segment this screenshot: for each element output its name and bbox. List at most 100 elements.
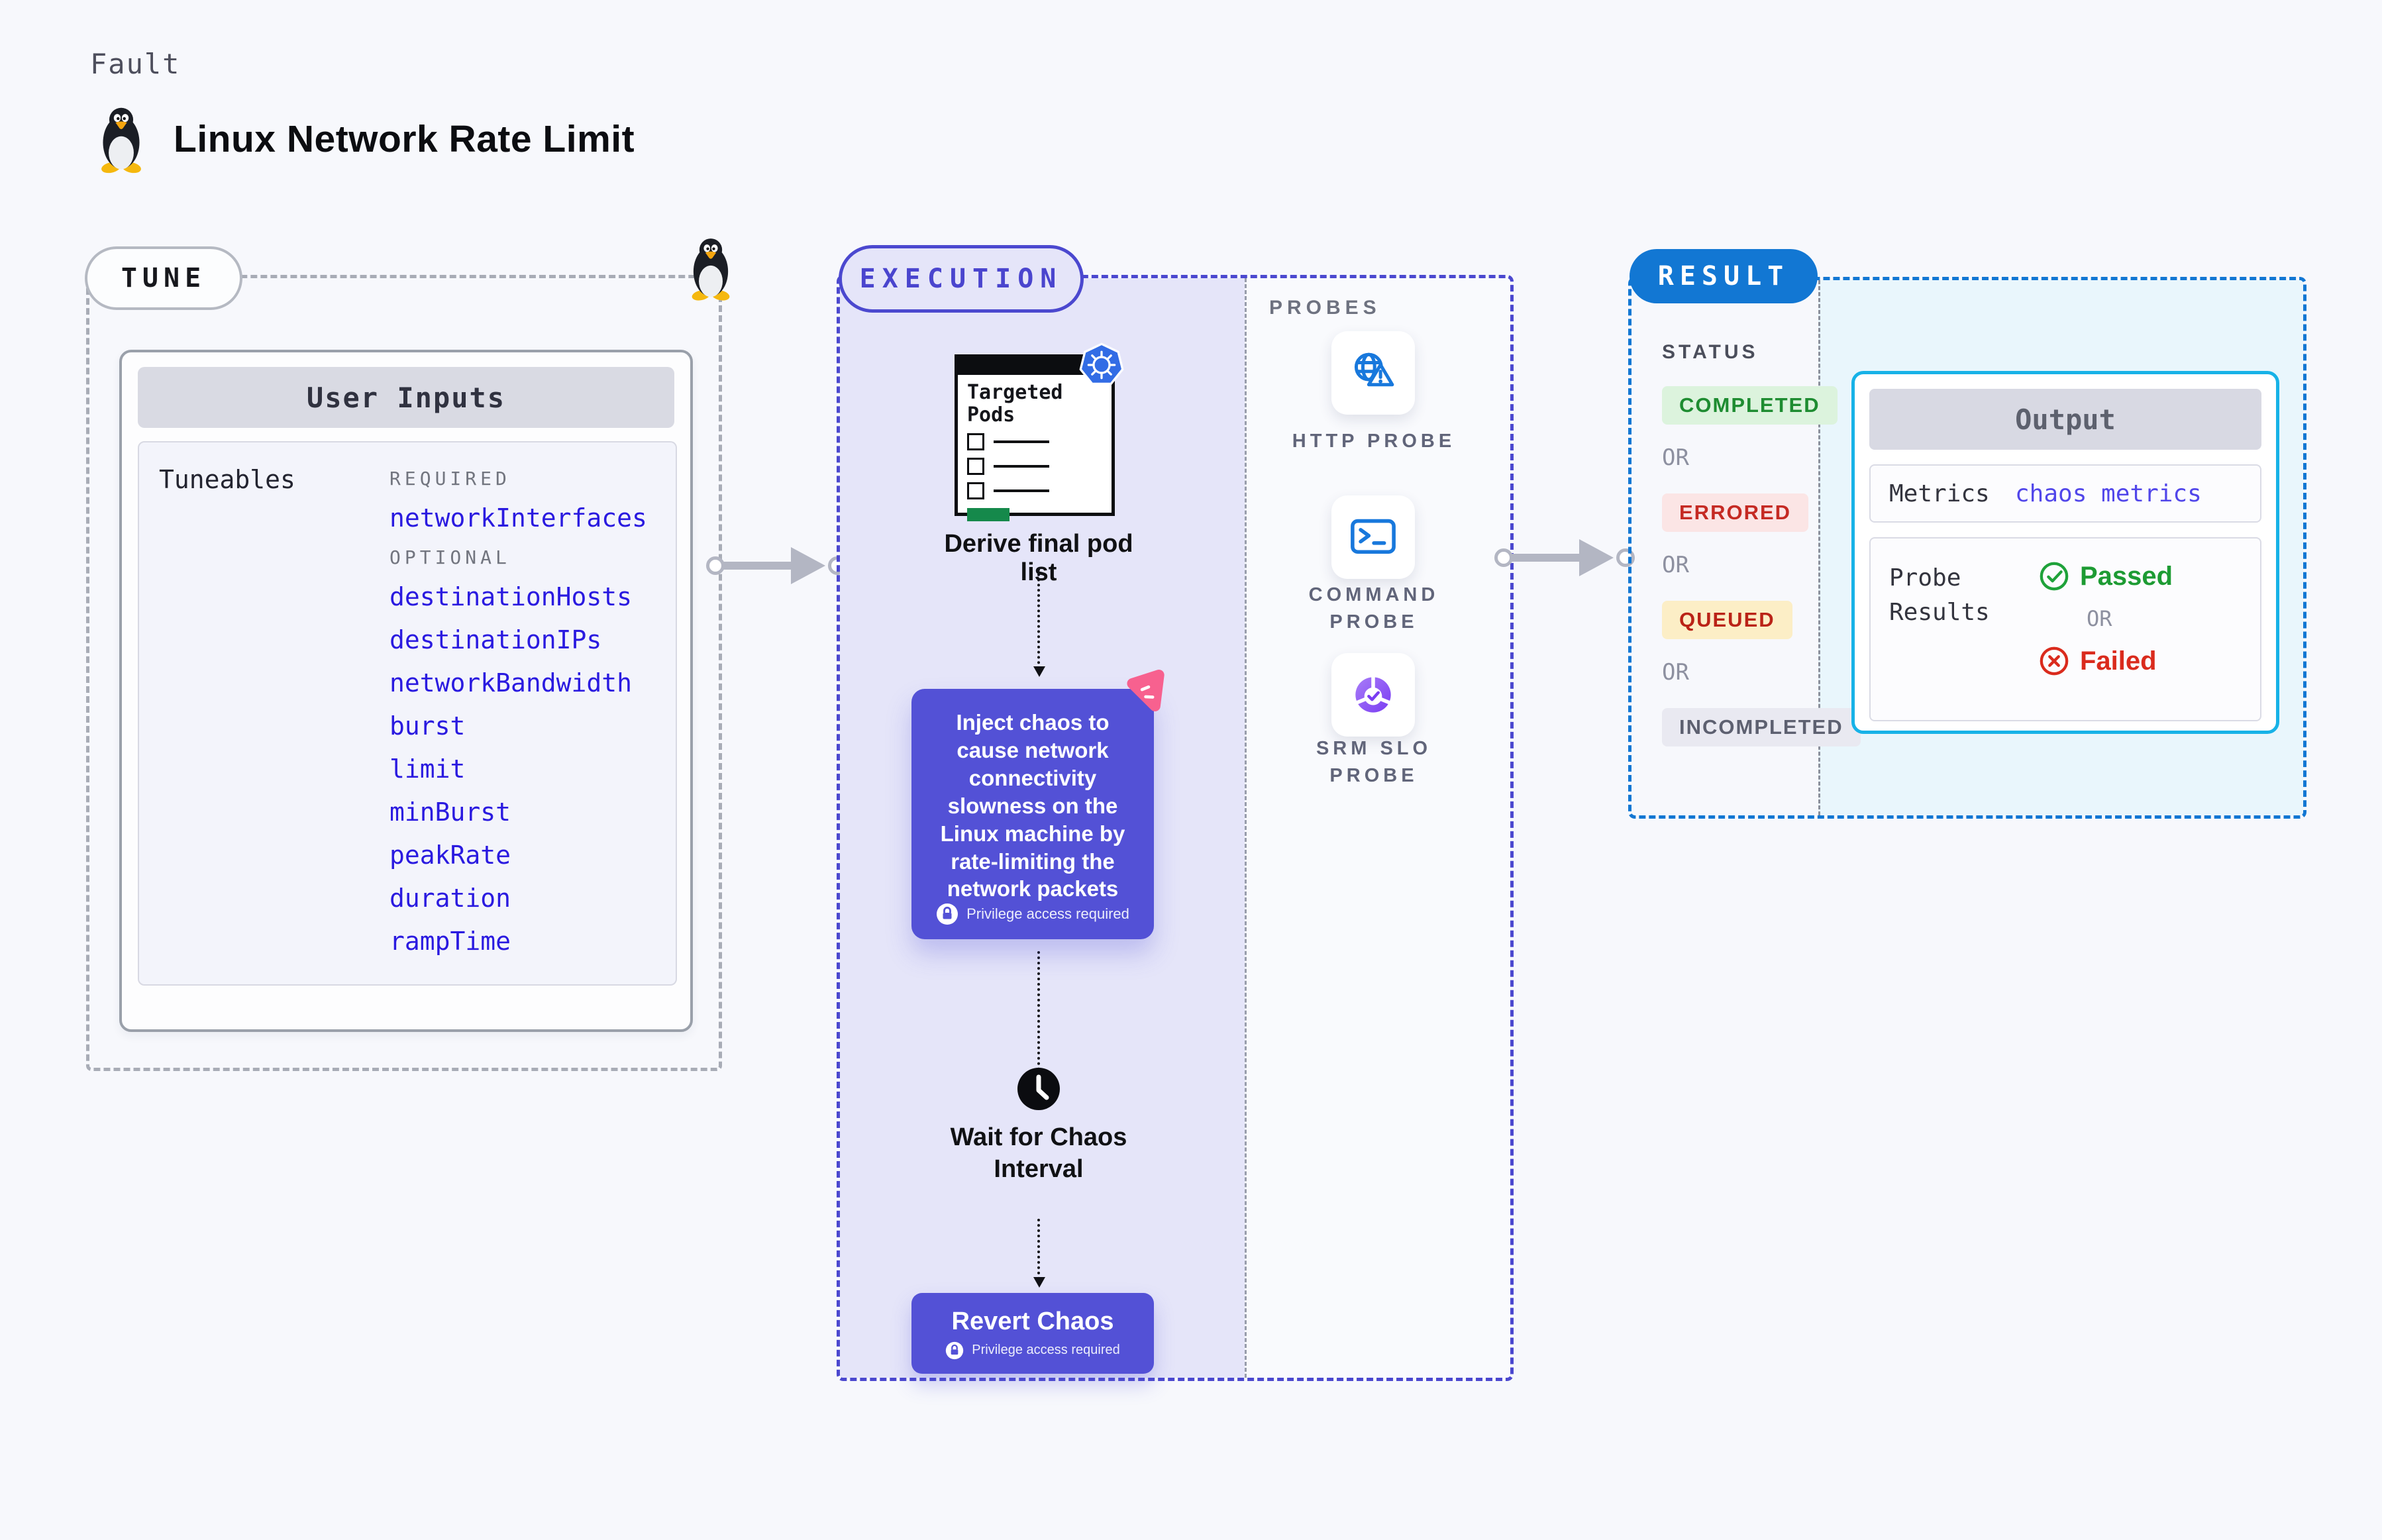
tuneable-item: destinationIPs — [389, 625, 602, 654]
window-body: Targeted Pods — [958, 375, 1112, 528]
execution-probes-divider — [1245, 278, 1247, 1378]
flow-arrow-down — [1033, 951, 1045, 1084]
probe-results-values: Passed OR Failed — [2039, 561, 2173, 697]
pod-line — [994, 489, 1049, 493]
connector-dot — [1494, 548, 1513, 567]
srm-slo-probe-icon — [1355, 676, 1391, 713]
pod-list-row — [967, 482, 1102, 500]
output-header: Output — [1869, 389, 2261, 450]
or-label: OR — [1662, 444, 1689, 471]
output-panel: Output Metrics chaos metrics Probe Resul… — [1851, 371, 2279, 734]
result-divider — [1818, 280, 1820, 815]
passed-label: Passed — [2080, 561, 2173, 591]
revert-chaos-label: Revert Chaos — [951, 1307, 1114, 1335]
execution-badge: EXECUTION — [839, 245, 1084, 313]
tuneable-item: networkInterfaces — [389, 503, 647, 533]
tuneable-item: peakRate — [389, 841, 511, 870]
srm-slo-probe-card — [1331, 653, 1415, 737]
tuneable-item: duration — [389, 884, 511, 913]
status-column: STATUS COMPLETED OR ERRORED OR QUEUED OR… — [1662, 341, 1861, 746]
lock-icon — [937, 903, 958, 925]
green-button-shape — [967, 508, 1010, 522]
pod-list-row — [967, 458, 1102, 476]
privilege-label: Privilege access required — [972, 1343, 1120, 1357]
page-title-row: Linux Network Rate Limit — [93, 101, 635, 178]
status-badge-queued: QUEUED — [1662, 601, 1792, 639]
metrics-value: chaos metrics — [2015, 480, 2202, 507]
targeted-pods-illustration: Targeted Pods — [955, 354, 1115, 522]
or-label: OR — [1662, 552, 1689, 578]
inject-chaos-text: Inject chaos to cause network connectivi… — [940, 710, 1125, 901]
http-probe-icon — [1354, 352, 1394, 387]
tuneable-item: rampTime — [389, 927, 511, 956]
required-label: REQUIRED — [389, 468, 511, 489]
command-probe-card — [1331, 495, 1415, 579]
command-probe-label: COMMAND PROBE — [1308, 584, 1439, 633]
user-inputs-header: User Inputs — [138, 367, 674, 428]
result-badge: RESULT — [1630, 249, 1818, 303]
tuneable-item: limit — [389, 754, 466, 784]
probe-results-label: Probe Results — [1889, 564, 1990, 627]
tune-section-box — [86, 275, 722, 1071]
lock-icon — [946, 1341, 964, 1359]
execution-to-result-arrow — [1494, 539, 1635, 576]
checkbox-icon — [967, 482, 984, 500]
failed-label: Failed — [2080, 646, 2157, 676]
tuneable-item: destinationHosts — [389, 582, 633, 611]
optional-items: destinationHosts destinationIPs networkBan… — [389, 582, 647, 956]
or-label: OR — [2087, 606, 2112, 631]
flow-arrow-down — [1033, 1219, 1045, 1288]
wait-chaos-interval-label: Wait for Chaos Interval — [950, 1123, 1127, 1183]
status-title: STATUS — [1662, 341, 1759, 363]
arrow-head — [1579, 539, 1614, 576]
status-badge-completed: COMPLETED — [1662, 386, 1838, 425]
failed-line: Failed — [2039, 646, 2173, 676]
tuneables-list: REQUIRED networkInterfaces OPTIONAL dest… — [389, 468, 647, 956]
metrics-label: Metrics — [1889, 480, 1990, 507]
probe-results-row: Probe Results Passed OR — [1869, 537, 2261, 721]
connector-dot — [1616, 548, 1635, 567]
connector-dot — [706, 556, 725, 575]
fault-eyebrow: Fault — [90, 48, 181, 80]
result-section-box: STATUS COMPLETED OR ERRORED OR QUEUED OR… — [1628, 277, 2306, 819]
tuneable-item: burst — [389, 711, 466, 741]
user-inputs-card: User Inputs Tuneables REQUIRED networkIn… — [119, 350, 693, 1032]
status-badge-incompleted: INCOMPLETED — [1662, 708, 1861, 746]
tux-penguin-icon — [101, 107, 141, 174]
pod-line — [994, 440, 1049, 444]
arrow-line — [715, 562, 808, 570]
checkbox-icon — [967, 458, 984, 476]
probes-title: PROBES — [1269, 297, 1381, 319]
probes-column-bg — [1245, 278, 1510, 1378]
privilege-label: Privilege access required — [966, 905, 1129, 923]
check-circle-icon — [2040, 562, 2069, 591]
http-probe-label: HTTP PROBE — [1292, 431, 1456, 452]
tune-badge: TUNE — [85, 246, 242, 310]
flow-arrow-down — [1033, 568, 1045, 677]
checkbox-icon — [967, 433, 984, 451]
litmus-chaos-icon — [1127, 669, 1165, 711]
derive-pod-list-label: Derive final pod list — [944, 530, 1133, 586]
tuneables-panel: Tuneables REQUIRED networkInterfaces OPT… — [138, 441, 677, 986]
tuneables-label: Tuneables — [159, 465, 295, 494]
tune-to-execution-arrow — [706, 547, 847, 584]
revert-chaos-box: Revert Chaos Privilege access required — [911, 1293, 1154, 1374]
privilege-row: Privilege access required — [945, 1341, 1120, 1360]
optional-label: OPTIONAL — [389, 546, 511, 568]
inject-chaos-box: Inject chaos to cause network connectivi… — [911, 689, 1154, 939]
tux-penguin-icon — [692, 238, 730, 301]
targeted-pods-label: Targeted Pods — [967, 381, 1063, 427]
arrow-line — [1504, 554, 1596, 562]
tuneable-item: networkBandwidth — [389, 668, 633, 697]
passed-line: Passed — [2039, 561, 2173, 591]
page-title: Linux Network Rate Limit — [174, 118, 635, 160]
http-probe-card — [1331, 331, 1415, 415]
command-probe-icon — [1351, 519, 1396, 554]
srm-slo-probe-label: SRM SLO PROBE — [1316, 738, 1432, 786]
metrics-row: Metrics chaos metrics — [1869, 464, 2261, 523]
or-label: OR — [1662, 659, 1689, 686]
status-badge-errored: ERRORED — [1662, 493, 1809, 532]
tuneable-item: minBurst — [389, 797, 511, 827]
required-items: networkInterfaces — [389, 503, 647, 533]
x-circle-icon — [2040, 646, 2069, 676]
